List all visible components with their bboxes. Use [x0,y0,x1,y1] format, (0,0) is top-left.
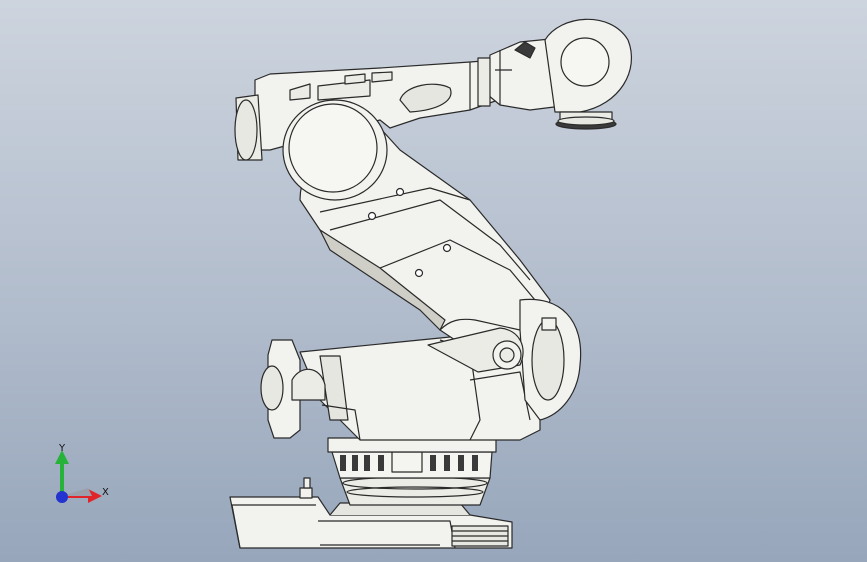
base-motor[interactable] [260,339,326,439]
triad-y-arrowhead [55,450,69,464]
triad-axes [55,450,102,503]
tool-flange[interactable] [555,116,617,130]
elbow-disc[interactable] [282,99,388,201]
triad-z-axis [56,491,68,503]
base-cylinder[interactable] [327,437,497,506]
shoulder-joint[interactable] [427,298,582,421]
triad-xz-plane [62,488,92,496]
triad-x-label: X [102,487,109,498]
triad-y-label: Y [59,443,66,454]
base-plate[interactable] [229,477,513,549]
wrist[interactable] [544,18,633,121]
coordinate-triad: Y X [40,438,130,518]
triad-x-arrowhead [88,489,102,503]
